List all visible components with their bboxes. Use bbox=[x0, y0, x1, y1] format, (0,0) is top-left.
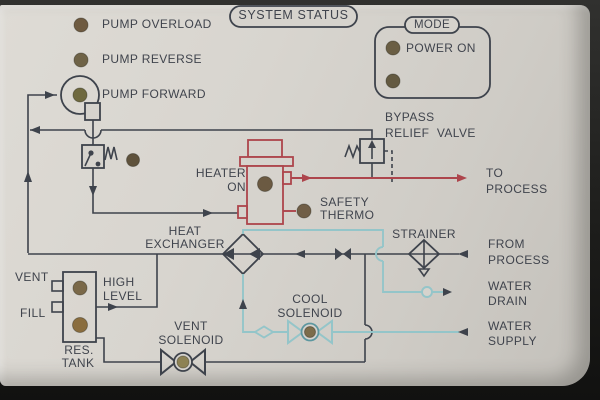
cooling-up-arrow bbox=[239, 299, 247, 309]
pump-inlet-arrow bbox=[45, 91, 55, 99]
vent-riser-line bbox=[364, 254, 373, 362]
vent-port bbox=[51, 280, 64, 292]
water-supply-label-1: WATER bbox=[488, 319, 532, 333]
vent-label: VENT bbox=[15, 270, 49, 284]
pilot-dashed-line bbox=[384, 150, 393, 185]
tank-high-led bbox=[72, 280, 88, 296]
red-arrows bbox=[302, 174, 467, 182]
cool-solenoid-label-2: SOLENOID bbox=[277, 306, 343, 320]
pump-overload-label: PUMP OVERLOAD bbox=[102, 17, 212, 31]
flow-arrows bbox=[24, 91, 468, 336]
suction-up-arrow bbox=[24, 171, 32, 182]
from-process-label-2: PROCESS bbox=[488, 253, 550, 267]
water-drain-label-1: WATER bbox=[488, 279, 532, 293]
strainer-label: STRAINER bbox=[392, 227, 456, 241]
heater-label-1: HEATER bbox=[195, 166, 246, 180]
mode-second-led bbox=[385, 73, 401, 89]
dark-pipes bbox=[27, 94, 459, 363]
flow-switch-led bbox=[126, 153, 140, 167]
pump-reverse-led bbox=[73, 52, 89, 68]
pump-suction-line bbox=[27, 94, 57, 253]
water-drain-label-2: DRAIN bbox=[488, 294, 528, 308]
safety-label-1: SAFETY bbox=[320, 195, 370, 209]
return-valve-symbol bbox=[335, 248, 351, 260]
heater-inlet-arrow bbox=[203, 209, 213, 217]
pump-reverse-label: PUMP REVERSE bbox=[102, 52, 202, 66]
vent-solenoid-valve-symbol bbox=[160, 347, 206, 377]
water-supply-label-2: SUPPLY bbox=[488, 334, 537, 348]
bypass-label-1: BYPASS bbox=[385, 110, 435, 124]
discharge-down-arrow bbox=[89, 186, 97, 196]
bypass-label-2: RELIEF VALVE bbox=[385, 126, 476, 140]
spring-icon bbox=[104, 146, 118, 161]
heat-exchanger-label-1: HEAT bbox=[168, 224, 202, 238]
power-on-led bbox=[385, 40, 401, 56]
heater-outlet-port bbox=[282, 171, 292, 185]
safety-thermo-led bbox=[296, 203, 312, 219]
frames bbox=[229, 5, 491, 99]
vent-solenoid-led bbox=[176, 355, 190, 369]
from-process-arrow bbox=[458, 250, 468, 258]
water-supply-arrow bbox=[458, 328, 468, 336]
mode-label: MODE bbox=[413, 19, 451, 31]
tank-vent-line bbox=[96, 337, 365, 363]
pump-discharge-line bbox=[92, 119, 238, 214]
pump-forward-led bbox=[72, 87, 88, 103]
strainer-symbol bbox=[407, 238, 441, 278]
hx-line-arrow bbox=[295, 250, 305, 258]
check-diamond-icon bbox=[253, 325, 275, 339]
heater-label-2: ON bbox=[227, 180, 246, 194]
high-level-arrow bbox=[108, 303, 118, 311]
to-process-label-2: PROCESS bbox=[486, 182, 548, 196]
res-tank-label-2: TANK bbox=[61, 356, 95, 370]
mode-tab-frame bbox=[404, 16, 460, 34]
spring-icon bbox=[344, 143, 361, 160]
power-on-label: POWER ON bbox=[406, 41, 476, 55]
vent-solenoid-label-2: SOLENOID bbox=[158, 333, 224, 347]
bypass-relief-valve-symbol bbox=[344, 138, 393, 185]
from-process-label-1: FROM bbox=[488, 237, 525, 251]
cool-solenoid-label-1: COOL bbox=[292, 292, 328, 306]
water-pipes bbox=[242, 229, 459, 339]
indicator-leds bbox=[72, 17, 401, 369]
heat-exchanger-label-2: EXCHANGER bbox=[145, 237, 225, 251]
pump-symbol bbox=[60, 75, 101, 121]
pump-overload-led bbox=[73, 17, 89, 33]
heater-inlet-port bbox=[237, 205, 248, 219]
to-process-label-1: TO bbox=[486, 166, 504, 180]
heater-symbol bbox=[237, 139, 459, 225]
vent-solenoid-label-1: VENT bbox=[174, 319, 208, 333]
drain-port-circle bbox=[421, 286, 433, 298]
reservoir-tank-symbol bbox=[51, 271, 97, 343]
heater-on-led bbox=[257, 176, 273, 192]
cooling-supply-line bbox=[242, 274, 459, 333]
fill-label: FILL bbox=[20, 306, 46, 320]
bypass-return-line bbox=[30, 129, 373, 139]
tank-low-led bbox=[72, 317, 88, 333]
high-level-label-2: LEVEL bbox=[103, 289, 143, 303]
pump-forward-label: PUMP FORWARD bbox=[102, 87, 206, 101]
water-drain-arrow bbox=[443, 288, 452, 296]
safety-label-2: THERMO bbox=[320, 208, 375, 222]
cool-solenoid-led bbox=[304, 326, 316, 338]
page-title: SYSTEM STATUS bbox=[238, 8, 349, 22]
high-level-label-1: HIGH bbox=[103, 275, 135, 289]
res-tank-label-1: RES. bbox=[64, 343, 94, 357]
control-panel bbox=[0, 5, 590, 386]
flow-switch-symbol bbox=[81, 144, 118, 169]
bypass-return-arrow bbox=[30, 126, 40, 134]
cooling-top-line bbox=[242, 229, 444, 293]
system-status-frame bbox=[229, 5, 358, 28]
fill-port bbox=[51, 301, 64, 313]
